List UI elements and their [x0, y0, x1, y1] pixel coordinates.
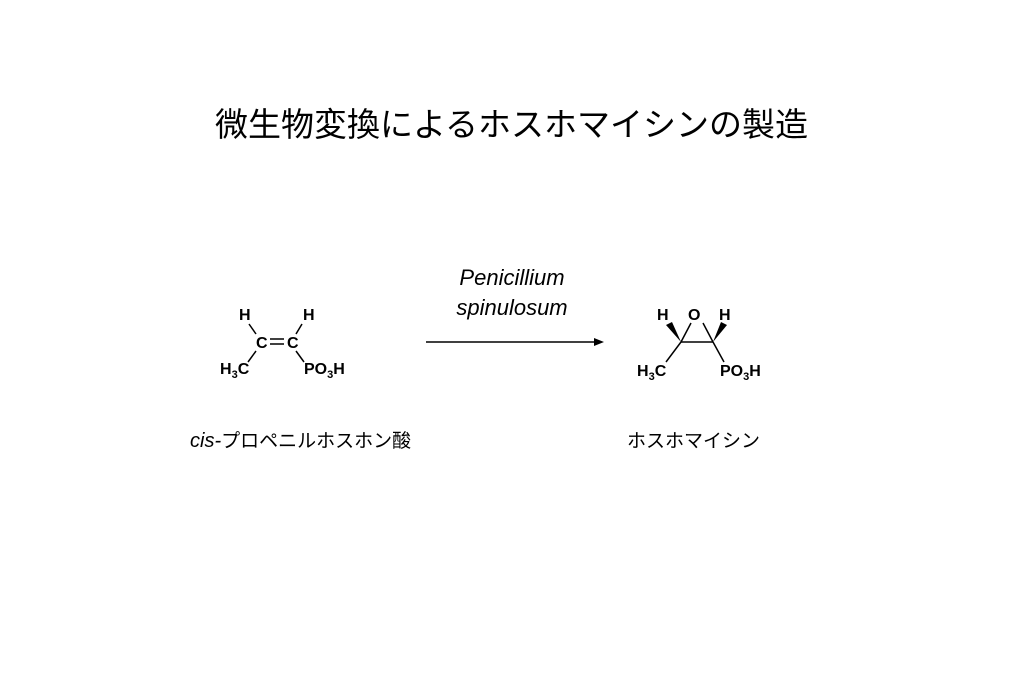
- product-methyl-group: H3C: [637, 363, 667, 383]
- reactant-phosphono-group: PO3H: [304, 361, 345, 381]
- reagent-organism-line2: spinulosum: [456, 295, 568, 320]
- reactant-carbon-right: C: [287, 335, 299, 352]
- reaction-arrowhead: [594, 338, 604, 346]
- product-phosphono-group: PO3H: [720, 363, 761, 383]
- reactant-h-left: H: [239, 307, 251, 324]
- epoxide-bond-co-right: [702, 322, 714, 343]
- reactant-bond-methyl: [247, 350, 257, 363]
- reactant-name: cis-プロペニルホスホン酸: [190, 426, 411, 453]
- reactant-name-rest: プロペニルホスホン酸: [221, 430, 412, 452]
- product-oxygen: O: [688, 307, 700, 324]
- reactant-carbon-left: C: [256, 335, 268, 352]
- reactant-bond-h-right: [295, 323, 303, 335]
- wedge-bond-h-right: [713, 322, 727, 342]
- reactant-bond-h-left: [248, 323, 257, 335]
- product-name: ホスホマイシン: [627, 430, 761, 452]
- product-h-left: H: [657, 307, 669, 324]
- page-title: 微生物変換によるホスホマイシンの製造: [214, 105, 808, 144]
- product-bond-phosphono: [712, 341, 725, 363]
- wedge-bond-h-left: [666, 322, 681, 342]
- product-h-right: H: [719, 307, 731, 324]
- epoxide-bond-co-left: [680, 322, 692, 343]
- reactant-bond-phosphono: [295, 350, 305, 363]
- product-structure: H O H H3C PO3H: [637, 307, 761, 383]
- reagent-organism-line1: Penicillium: [459, 265, 565, 290]
- product-bond-methyl: [665, 341, 682, 363]
- reactant-structure: H H C C H3C PO3H: [220, 307, 345, 381]
- reactant-h-right: H: [303, 307, 315, 324]
- reactant-methyl-group: H3C: [220, 361, 250, 381]
- reactant-name-prefix: cis-: [190, 430, 222, 452]
